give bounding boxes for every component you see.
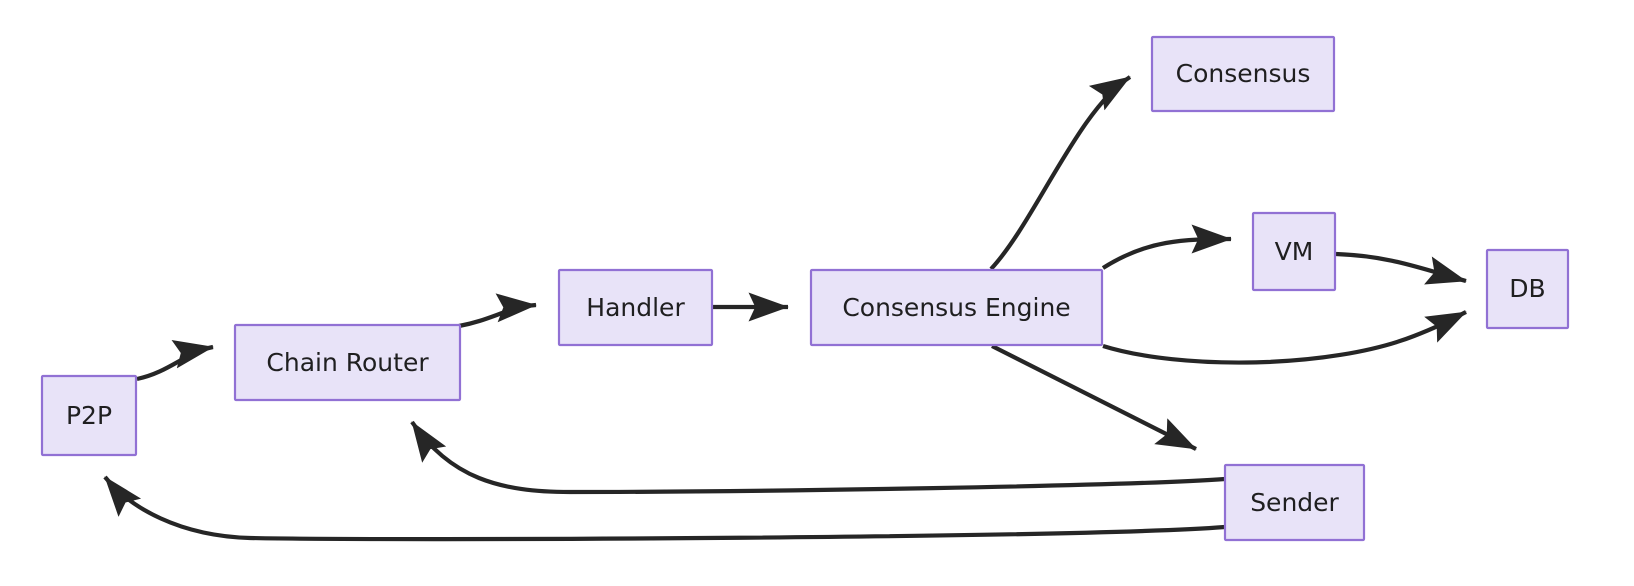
node-p2p-rect[interactable] [40, 374, 138, 457]
edge-chain-router-to-handler [458, 293, 537, 329]
edge-sender-to-chain-router [410, 420, 1226, 495]
node-db[interactable]: DB [1485, 248, 1570, 330]
node-consensus-engine[interactable]: Consensus Engine [809, 268, 1104, 347]
node-chain-router[interactable]: Chain Router [233, 323, 462, 402]
node-sender-label: Sender [1250, 488, 1339, 517]
edge-vm-to-db [1335, 251, 1467, 285]
node-db-rect[interactable] [1485, 248, 1570, 330]
edge-p2p-to-chain-router [136, 339, 214, 382]
node-vm-rect[interactable] [1251, 211, 1337, 292]
node-consensus-engine-rect[interactable] [809, 268, 1104, 347]
node-sender[interactable]: Sender [1223, 463, 1366, 542]
node-chain-router-label: Chain Router [266, 348, 429, 377]
node-handler-rect[interactable] [557, 268, 714, 347]
edge-consensus-engine-to-sender [991, 344, 1197, 451]
edge-consensus-engine-to-vm [1101, 224, 1232, 270]
node-db-label: DB [1509, 274, 1545, 303]
edge-consensus-engine-to-consensus [989, 75, 1132, 271]
node-consensus-label: Consensus [1176, 59, 1311, 88]
node-vm[interactable]: VM [1251, 211, 1337, 292]
node-consensus[interactable]: Consensus [1150, 35, 1336, 113]
edge-consensus-engine-to-db [1102, 310, 1467, 365]
edge-sender-to-p2p [103, 475, 1226, 542]
node-vm-label: VM [1275, 237, 1314, 266]
node-layer: P2P Chain Router Handler Consensus Engin… [40, 35, 1570, 542]
node-handler-label: Handler [586, 293, 685, 322]
node-handler[interactable]: Handler [557, 268, 714, 347]
node-sender-rect[interactable] [1223, 463, 1366, 542]
node-p2p[interactable]: P2P [40, 374, 138, 457]
node-consensus-rect[interactable] [1150, 35, 1336, 113]
node-consensus-engine-label: Consensus Engine [842, 293, 1070, 322]
node-chain-router-rect[interactable] [233, 323, 462, 402]
node-p2p-label: P2P [66, 401, 112, 430]
edge-layer [103, 75, 1467, 542]
